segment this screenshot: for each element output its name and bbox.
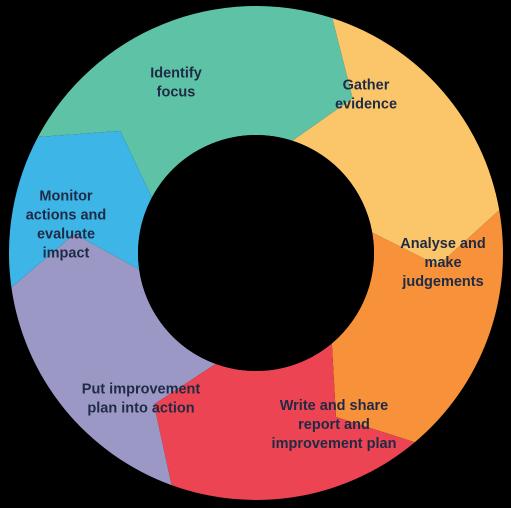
label-line: Write and share [280,398,389,414]
label-identify-focus: Identify focus [150,66,202,101]
label-line: report and [298,417,370,433]
label-line: Identify [150,66,202,82]
label-line: evidence [335,97,397,113]
label-line: actions and [26,208,107,224]
segment-identify-focus [37,6,353,198]
label-write-share-report: Write and share report and improvement pla… [272,398,397,452]
label-line: Put improvement [82,382,201,398]
center-hole [138,135,374,371]
label-line: judgements [401,274,483,290]
label-line: make [424,255,461,271]
cycle-segments [8,6,504,501]
label-line: impact [43,246,90,262]
label-line: Gather [343,78,390,94]
label-gather-evidence: Gather evidence [335,78,397,113]
label-line: plan into action [87,401,194,417]
segment-monitor-evaluate [8,130,152,288]
label-line: improvement plan [272,436,397,452]
label-analyse-judgements: Analyse and make judgements [400,236,485,290]
label-monitor-evaluate: Monitor actions and evaluate impact [26,189,107,262]
segment-analyse-judgements [331,210,504,443]
segment-put-plan-into-action [11,233,216,486]
label-line: Analyse and [400,236,485,252]
label-line: Monitor [39,189,93,205]
segment-write-share-report [153,343,415,501]
label-put-plan-into-action: Put improvement plan into action [82,382,201,417]
label-line: focus [157,85,196,101]
label-line: evaluate [37,227,95,243]
segment-gather-evidence [292,18,500,266]
